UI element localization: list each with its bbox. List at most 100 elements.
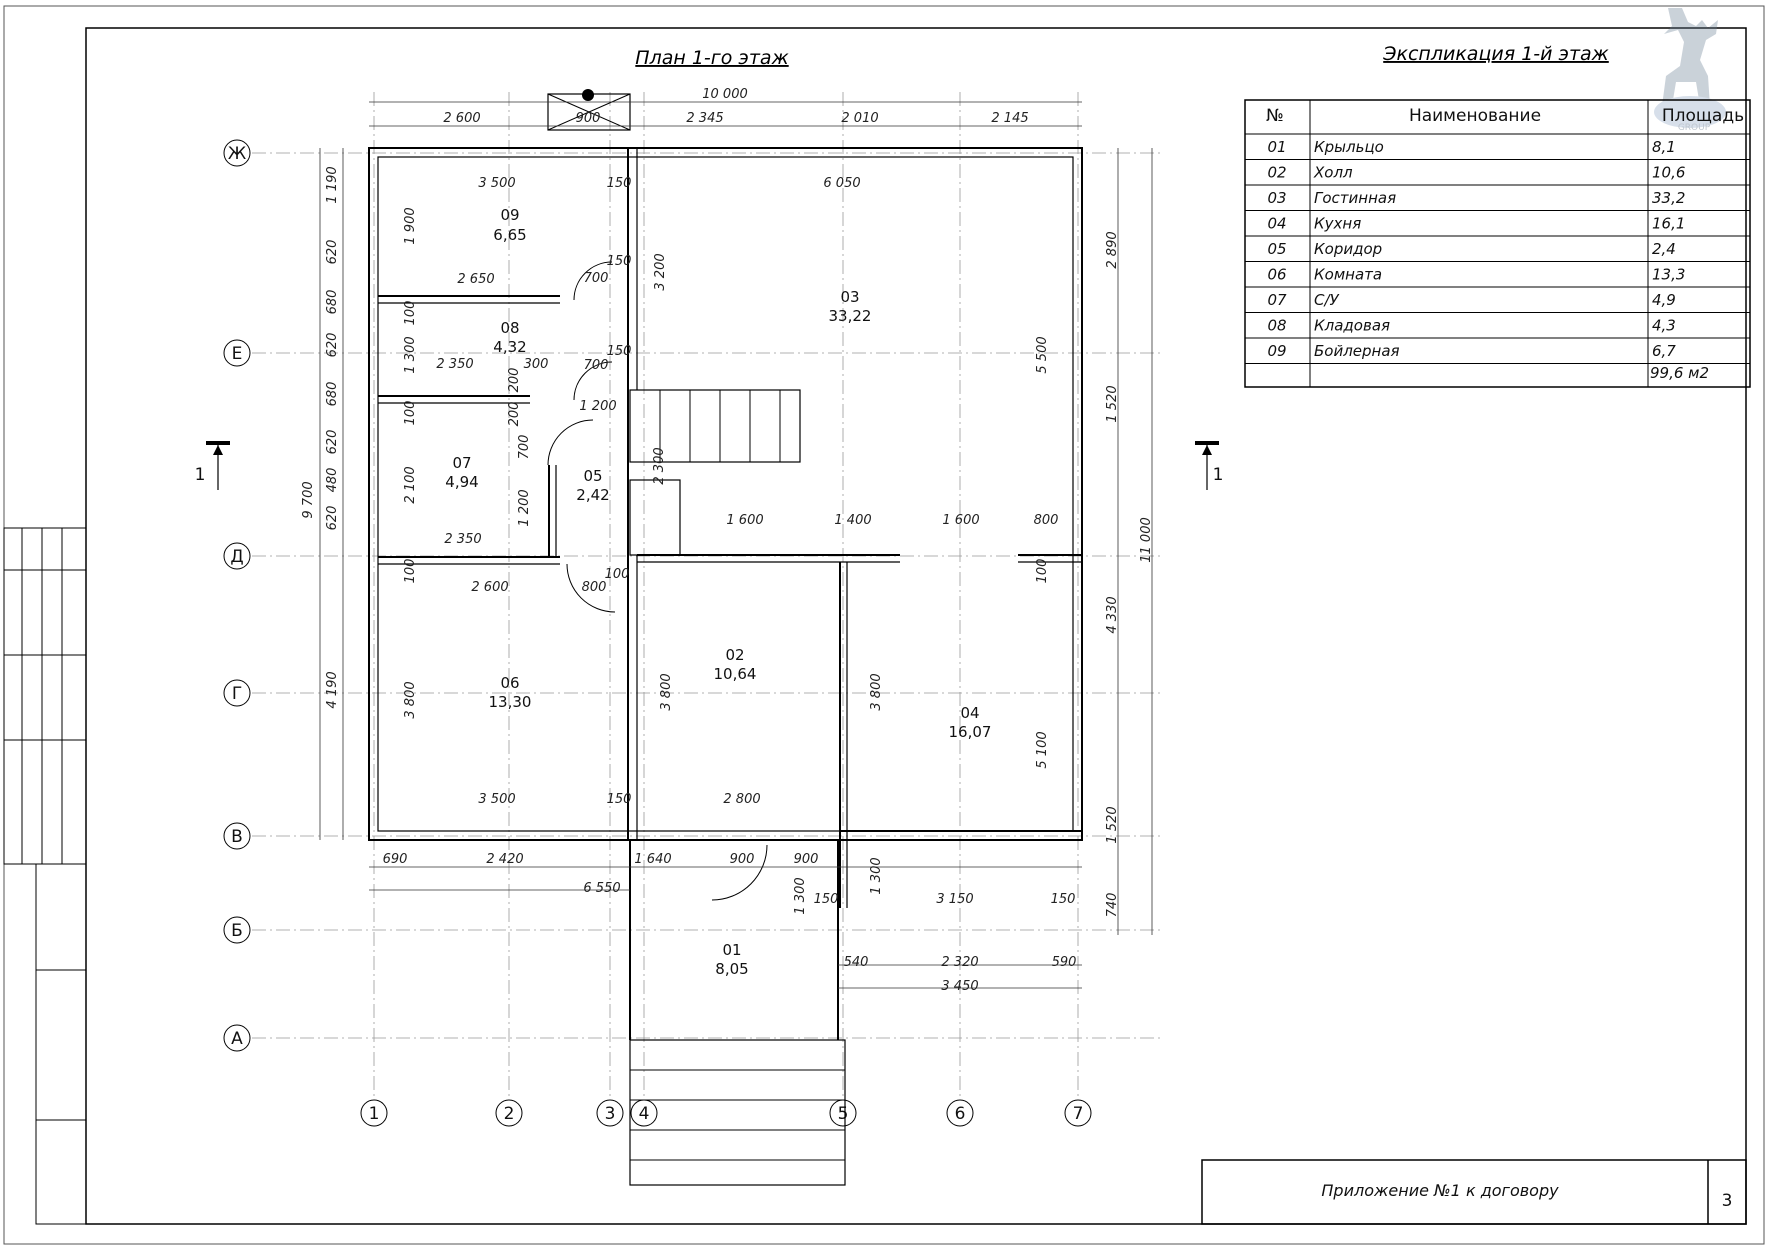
axis-row-bubble bbox=[223, 916, 251, 944]
dim-left: 480 bbox=[325, 468, 340, 493]
dim-inner: 300 bbox=[524, 357, 549, 372]
room-name: Кладовая bbox=[1314, 317, 1390, 335]
room-name: Холл bbox=[1313, 164, 1353, 182]
dim-right: 1 520 bbox=[1105, 806, 1120, 843]
room-area: 10,64 bbox=[714, 665, 757, 683]
dim-inner: 150 bbox=[1051, 892, 1076, 907]
dim-inner: 1 900 bbox=[403, 207, 418, 244]
drawing-frame bbox=[85, 27, 1747, 1225]
dim-inner: 3 200 bbox=[653, 253, 668, 290]
room-area: 33,2 bbox=[1652, 189, 1685, 207]
room-number: 02 bbox=[725, 646, 744, 664]
dim-bottom: 1 640 bbox=[634, 852, 671, 867]
axis-row-label: Ж bbox=[228, 144, 246, 164]
dim-right: 2 890 bbox=[1105, 231, 1120, 268]
axis-row-bubble bbox=[223, 339, 251, 367]
dim-porch: 540 bbox=[844, 955, 869, 970]
room-area: 8,1 bbox=[1652, 138, 1676, 156]
room-num: 08 bbox=[1267, 317, 1286, 335]
dim-porch: 2 320 bbox=[941, 955, 978, 970]
dimension-lines bbox=[319, 101, 1153, 989]
dim-inner: 5 100 bbox=[1035, 731, 1050, 768]
deer-logo-icon: GROUP bbox=[1654, 8, 1726, 133]
room-area: 8,05 bbox=[715, 960, 748, 978]
axis-row-bubble bbox=[223, 1024, 251, 1052]
room-number: 09 bbox=[500, 206, 519, 224]
axis-row-label: Г bbox=[232, 684, 242, 704]
dim-left: 680 bbox=[325, 290, 340, 315]
dim-left: 620 bbox=[325, 333, 340, 358]
dim-bottom: 900 bbox=[730, 852, 755, 867]
room-number: 04 bbox=[960, 704, 979, 722]
axis-grid bbox=[252, 92, 1160, 1098]
dim-inner: 3 800 bbox=[659, 673, 674, 710]
axis-col-bubble bbox=[946, 1099, 974, 1127]
axis-row-label: Д bbox=[230, 547, 243, 567]
room-num: 03 bbox=[1267, 189, 1286, 207]
plan-title: План 1-го этаж bbox=[635, 47, 788, 69]
room-labels: 09 6,65 08 4,32 07 4,94 05 2,42 06 13,30… bbox=[445, 206, 991, 978]
dim-inner: 3 500 bbox=[478, 176, 515, 191]
room-name: Кухня bbox=[1314, 215, 1361, 233]
room-num: 09 bbox=[1267, 342, 1286, 360]
walls bbox=[368, 93, 1083, 1186]
dim-inner: 1 300 bbox=[793, 877, 808, 914]
dim-inner: 1 400 bbox=[834, 513, 871, 528]
axis-row-label: Б bbox=[231, 921, 243, 941]
side-stamp-strip bbox=[3, 527, 87, 1225]
dim-inner: 2 800 bbox=[723, 792, 760, 807]
dim-inner: 2 650 bbox=[457, 272, 494, 287]
room-area: 4,3 bbox=[1652, 317, 1676, 335]
dim-inner: 2 350 bbox=[444, 532, 481, 547]
room-number: 03 bbox=[840, 288, 859, 306]
col-header-name: Наименование bbox=[1409, 106, 1541, 126]
dim-top: 900 bbox=[576, 111, 601, 126]
dim-inner: 1 300 bbox=[403, 336, 418, 373]
dim-inner: 150 bbox=[607, 344, 632, 359]
room-name: Бойлерная bbox=[1314, 342, 1400, 360]
dim-inner: 150 bbox=[607, 254, 632, 269]
room-area: 2,4 bbox=[1652, 240, 1676, 258]
axis-row-bubble bbox=[223, 822, 251, 850]
dim-inner: 100 bbox=[403, 401, 418, 426]
axis-col-label: 4 bbox=[639, 1104, 650, 1124]
room-number: 08 bbox=[500, 319, 519, 337]
room-area: 4,94 bbox=[445, 473, 478, 491]
room-area: 13,3 bbox=[1652, 266, 1685, 284]
dim-bottom: 900 bbox=[794, 852, 819, 867]
room-name: С/У bbox=[1314, 291, 1340, 309]
room-num: 07 bbox=[1267, 291, 1287, 309]
room-num: 04 bbox=[1267, 215, 1286, 233]
dim-inner: 100 bbox=[403, 559, 418, 584]
dim-bottom-total: 6 550 bbox=[583, 881, 620, 896]
dim-inner: 100 bbox=[605, 567, 630, 582]
dim-right: 1 520 bbox=[1105, 385, 1120, 422]
axis-col-label: 5 bbox=[838, 1104, 849, 1124]
dim-inner: 3 800 bbox=[403, 681, 418, 718]
room-num: 02 bbox=[1267, 164, 1286, 182]
dim-inner: 2 600 bbox=[471, 580, 508, 595]
section-mark-right: 1 bbox=[1195, 441, 1223, 490]
dim-inner: 2 300 bbox=[652, 447, 667, 484]
room-number: 05 bbox=[583, 467, 602, 485]
dim-inner: 3 800 bbox=[869, 673, 884, 710]
dim-inner: 150 bbox=[607, 176, 632, 191]
room-number: 07 bbox=[452, 454, 471, 472]
axis-row-bubble bbox=[223, 542, 251, 570]
dim-right: 740 bbox=[1105, 893, 1120, 918]
outer-border bbox=[3, 5, 1765, 1245]
axis-col-bubble bbox=[1064, 1099, 1092, 1127]
dim-bottom: 690 bbox=[383, 852, 408, 867]
room-number: 01 bbox=[722, 941, 741, 959]
section-label-left: 1 bbox=[195, 465, 206, 485]
dim-top: 2 600 bbox=[443, 111, 480, 126]
dim-inner: 100 bbox=[1035, 559, 1050, 584]
dim-top-total: 10 000 bbox=[702, 87, 748, 102]
